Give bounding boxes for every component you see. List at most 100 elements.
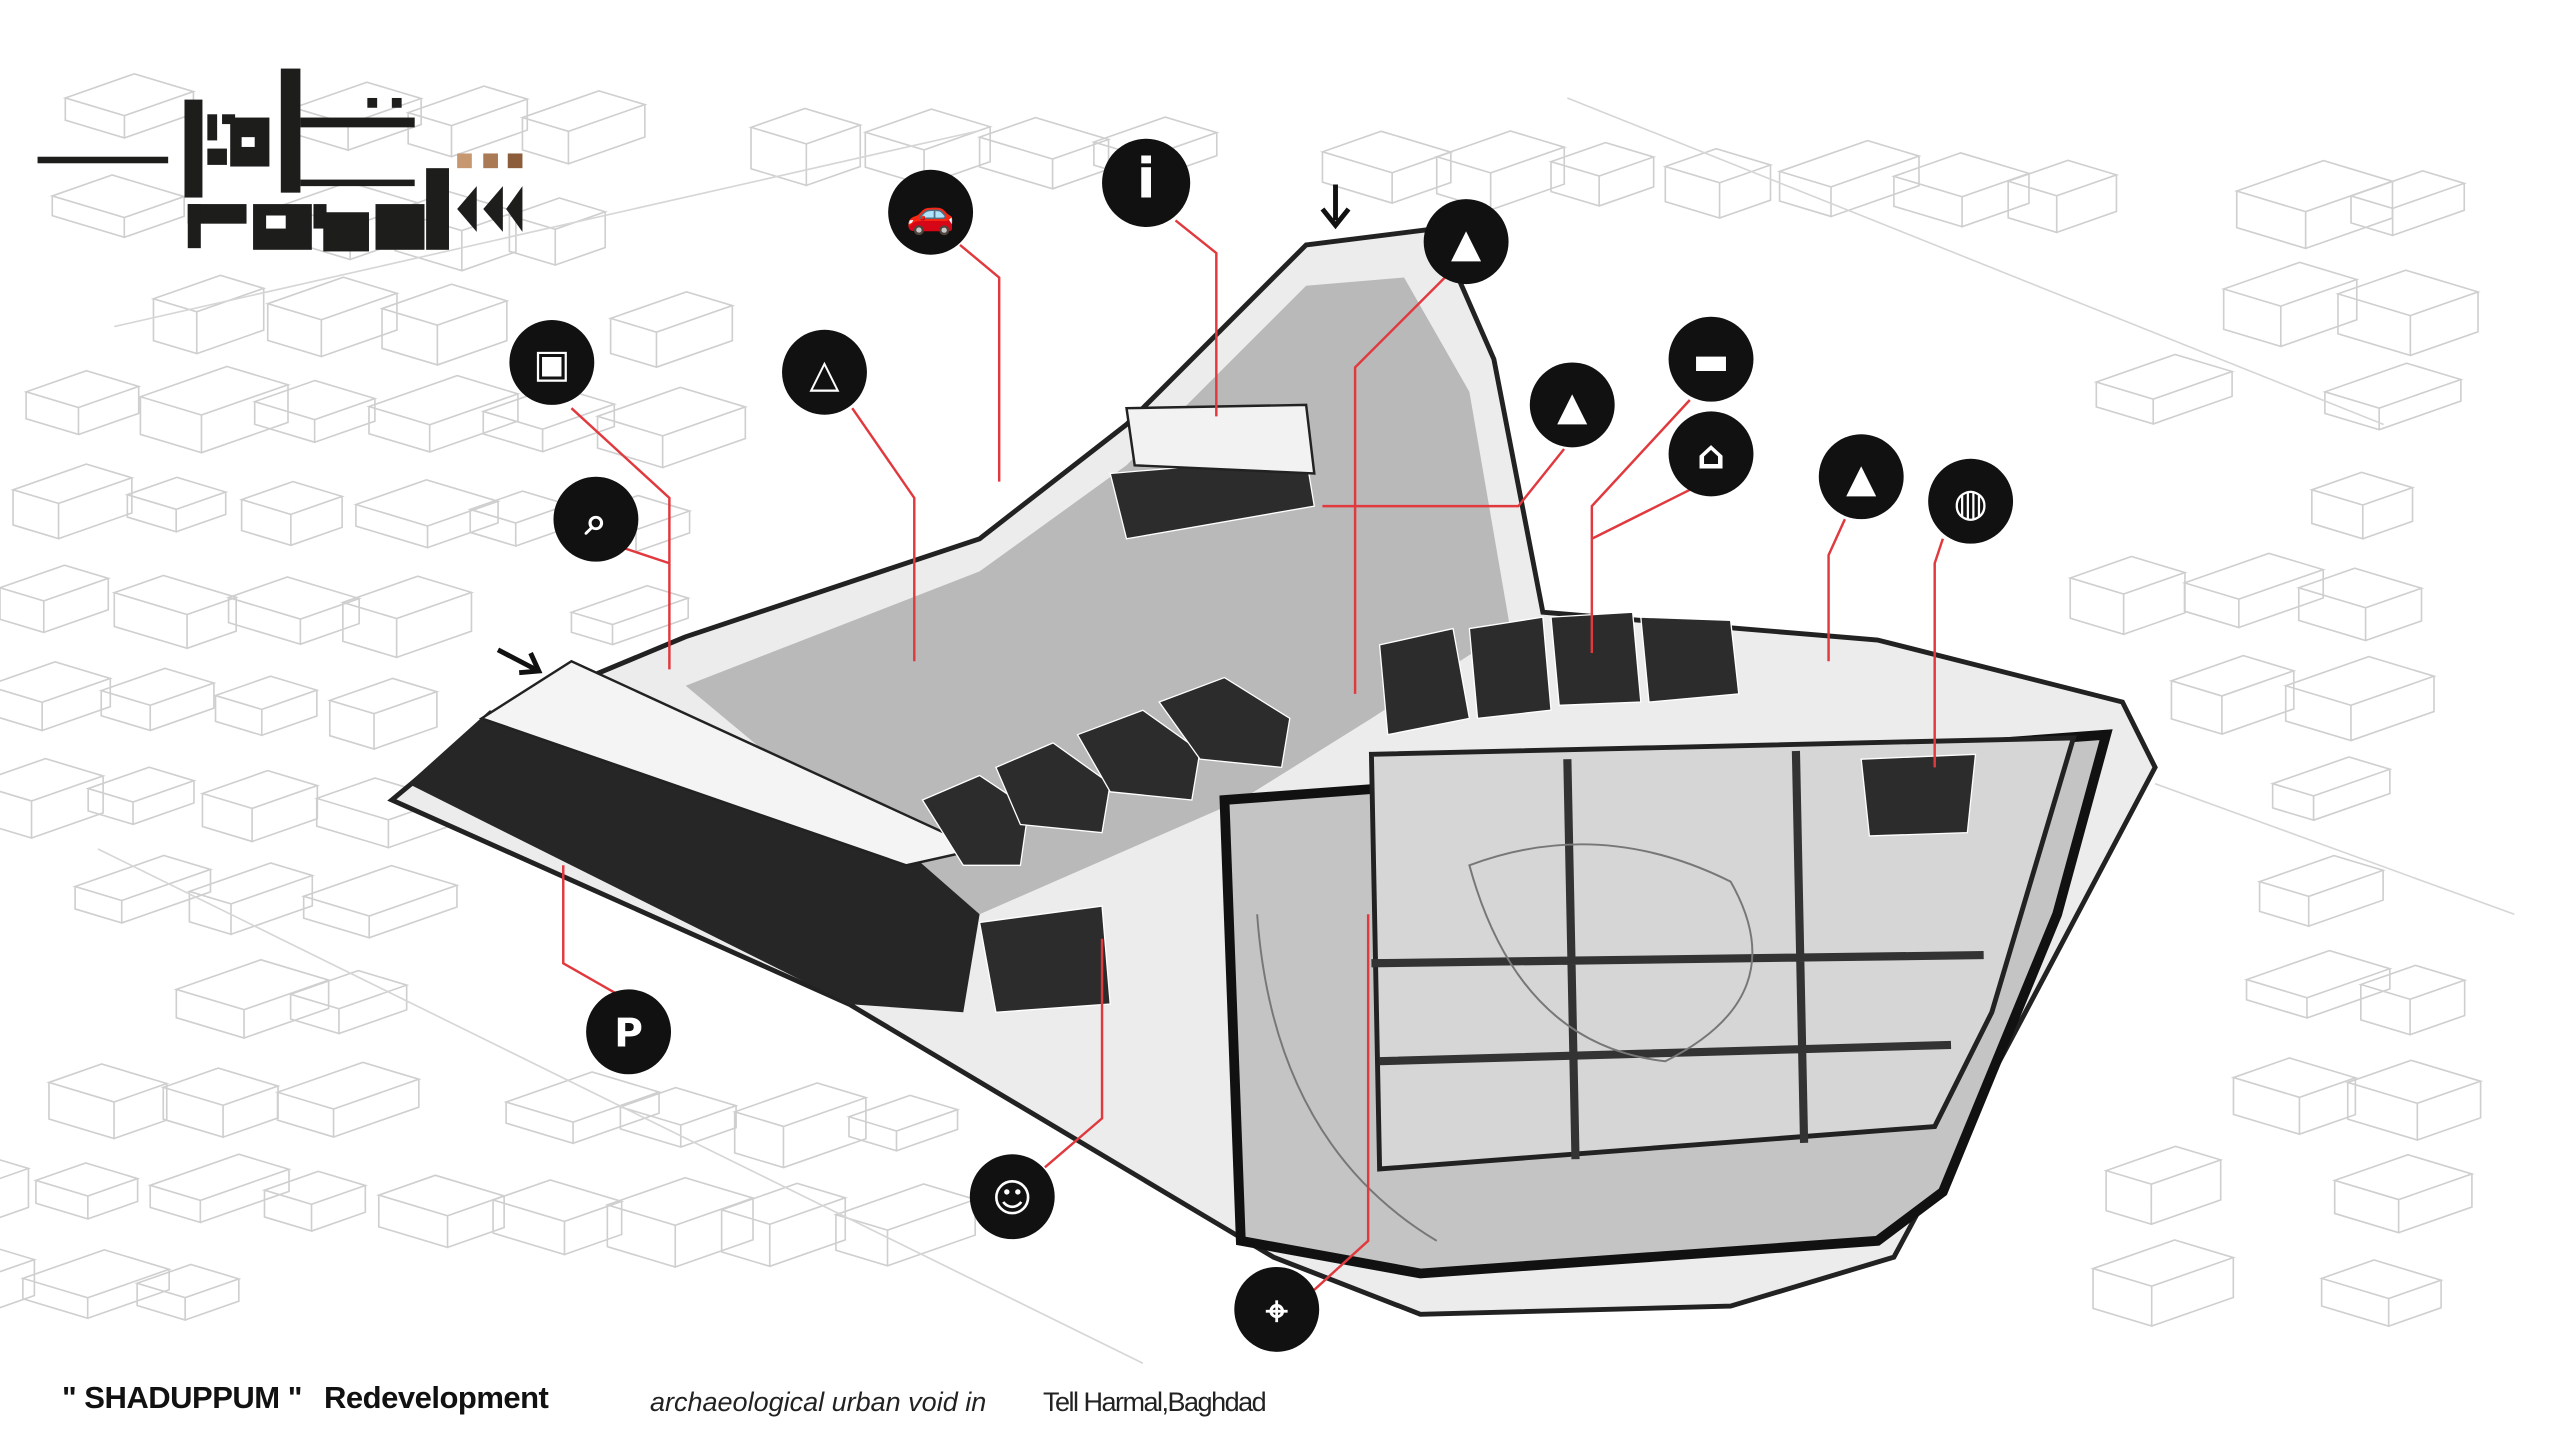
- context-building: [2318, 1259, 2444, 1328]
- context-building: [2309, 471, 2416, 540]
- context-building: [2093, 353, 2235, 426]
- terraced-buildings: [921, 456, 1977, 1013]
- pottery-icon[interactable]: ◍: [1928, 458, 2014, 544]
- context-building: [2283, 655, 2437, 742]
- context-building: [1434, 130, 1567, 211]
- icon-glyph: i: [1137, 147, 1156, 212]
- context-building: [46, 1063, 170, 1140]
- context-building: [1548, 141, 1657, 208]
- icon-disc: [1234, 1266, 1320, 1352]
- entrance-arrow: [496, 647, 543, 676]
- context-building: [1662, 147, 1774, 220]
- icon-glyph: ▲: [1451, 221, 1482, 266]
- context-building: [2348, 169, 2467, 237]
- icon-glyph: ▣: [533, 342, 570, 387]
- context-building: [366, 374, 521, 454]
- info-center-building: [1125, 403, 1316, 475]
- hotel-bed-icon[interactable]: ▬: [1668, 316, 1754, 402]
- context-building: [49, 174, 187, 239]
- context-building: [2345, 1059, 2484, 1142]
- icon-glyph: △: [809, 352, 840, 397]
- icon-glyph: ▲: [1557, 385, 1588, 430]
- icon-disc: [1423, 199, 1509, 285]
- context-building: [748, 107, 863, 187]
- context-building: [23, 369, 142, 436]
- context-building: [568, 584, 691, 646]
- car-parking-icon[interactable]: 🚗: [888, 169, 974, 255]
- context-building: [72, 854, 214, 925]
- context-building: [506, 197, 608, 267]
- context-building: [160, 1067, 281, 1139]
- context-building: [379, 283, 510, 367]
- bicycle-parking-icon[interactable]: P: [586, 989, 672, 1075]
- viewer-person-icon[interactable]: ☺: [969, 1154, 1055, 1240]
- context-building: [186, 862, 315, 936]
- context-building: [976, 116, 1112, 190]
- site-plan: [387, 225, 2158, 1317]
- context-building: [405, 85, 530, 158]
- context-building: [150, 274, 267, 355]
- route-location-icon[interactable]: ⌖: [1234, 1266, 1320, 1352]
- context-building: [2296, 567, 2425, 642]
- context-building: [2090, 1239, 2236, 1328]
- context-building: [2322, 362, 2464, 431]
- context-building: [519, 89, 648, 165]
- topo-contours: [1256, 843, 1754, 1242]
- context-building: [607, 290, 735, 369]
- project-location: Tell Harmal,Baghdad: [1043, 1387, 1267, 1417]
- context-building: [137, 365, 291, 454]
- context-building: [212, 675, 320, 737]
- context-building: [238, 480, 345, 547]
- context-building: [604, 1176, 756, 1269]
- context-building: [846, 1094, 961, 1152]
- icon-glyph: ⌕: [584, 499, 607, 544]
- icon-disc: [1818, 434, 1904, 520]
- context-building: [62, 72, 197, 140]
- icon-glyph: ☺: [992, 1176, 1033, 1221]
- context-building: [1319, 130, 1454, 205]
- museum-building: [408, 710, 980, 1013]
- context-building: [353, 478, 501, 549]
- context-building: [2103, 1145, 2224, 1226]
- context-building: [2243, 949, 2393, 1020]
- museum-icon[interactable]: ▣: [509, 320, 595, 405]
- context-building: [617, 1086, 739, 1149]
- context-building: [265, 276, 400, 358]
- context-building: [467, 490, 571, 548]
- icon-disc: [1668, 411, 1754, 497]
- icon-disc: [553, 476, 639, 562]
- context-building: [252, 379, 378, 444]
- icon-glyph: ▬: [1693, 339, 1730, 384]
- context-building: [134, 1263, 242, 1322]
- entrance-arrow: [1320, 184, 1351, 230]
- icon-glyph: ▲: [1846, 456, 1877, 501]
- context-building: [225, 576, 362, 646]
- context-building: [287, 969, 410, 1035]
- context-building: [718, 1182, 848, 1268]
- context-building: [2221, 261, 2360, 348]
- context-building: [2005, 159, 2120, 234]
- search-analysis-icon[interactable]: ⌕: [553, 476, 639, 562]
- context-building: [85, 766, 197, 826]
- info-icon[interactable]: i: [1102, 138, 1191, 227]
- icon-disc: [586, 989, 672, 1075]
- context-building: [199, 769, 320, 843]
- context-building: [732, 1082, 869, 1169]
- desert-ziggurat-icon[interactable]: △: [782, 329, 867, 415]
- monument-icon[interactable]: ▲: [1529, 362, 1615, 448]
- project-logo: [37, 68, 523, 252]
- shop-icon[interactable]: ⌂: [1668, 411, 1754, 497]
- context-building: [2230, 1057, 2359, 1136]
- context-building: [2332, 1153, 2475, 1234]
- excavation-walls: [1371, 750, 1984, 1160]
- monument-icon[interactable]: ▲: [1423, 199, 1509, 285]
- context-building: [2358, 964, 2468, 1036]
- icon-disc: [509, 320, 595, 405]
- icon-glyph: ◍: [1954, 481, 1988, 526]
- context-building: [173, 958, 332, 1040]
- context-building: [490, 1179, 625, 1256]
- monument-icon[interactable]: ▲: [1818, 434, 1904, 520]
- icon-glyph: ⌖: [1266, 1289, 1288, 1334]
- context-building: [10, 463, 135, 540]
- context-building: [2256, 854, 2386, 928]
